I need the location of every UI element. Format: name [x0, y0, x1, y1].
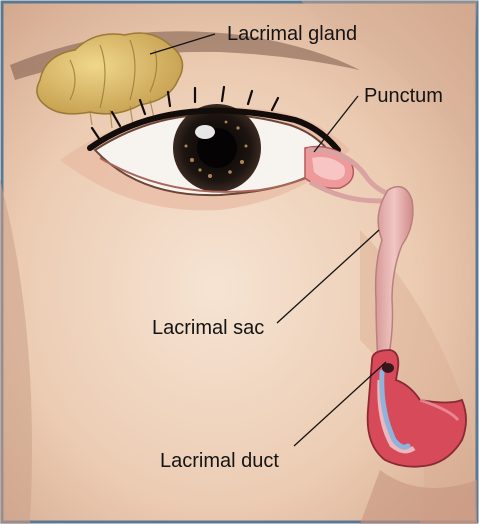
- label-punctum: Punctum: [364, 86, 443, 106]
- label-lacrimal-gland: Lacrimal gland: [227, 24, 357, 44]
- label-lacrimal-sac: Lacrimal sac: [152, 318, 264, 338]
- label-lacrimal-duct: Lacrimal duct: [160, 451, 279, 471]
- eye-highlight: [195, 125, 215, 139]
